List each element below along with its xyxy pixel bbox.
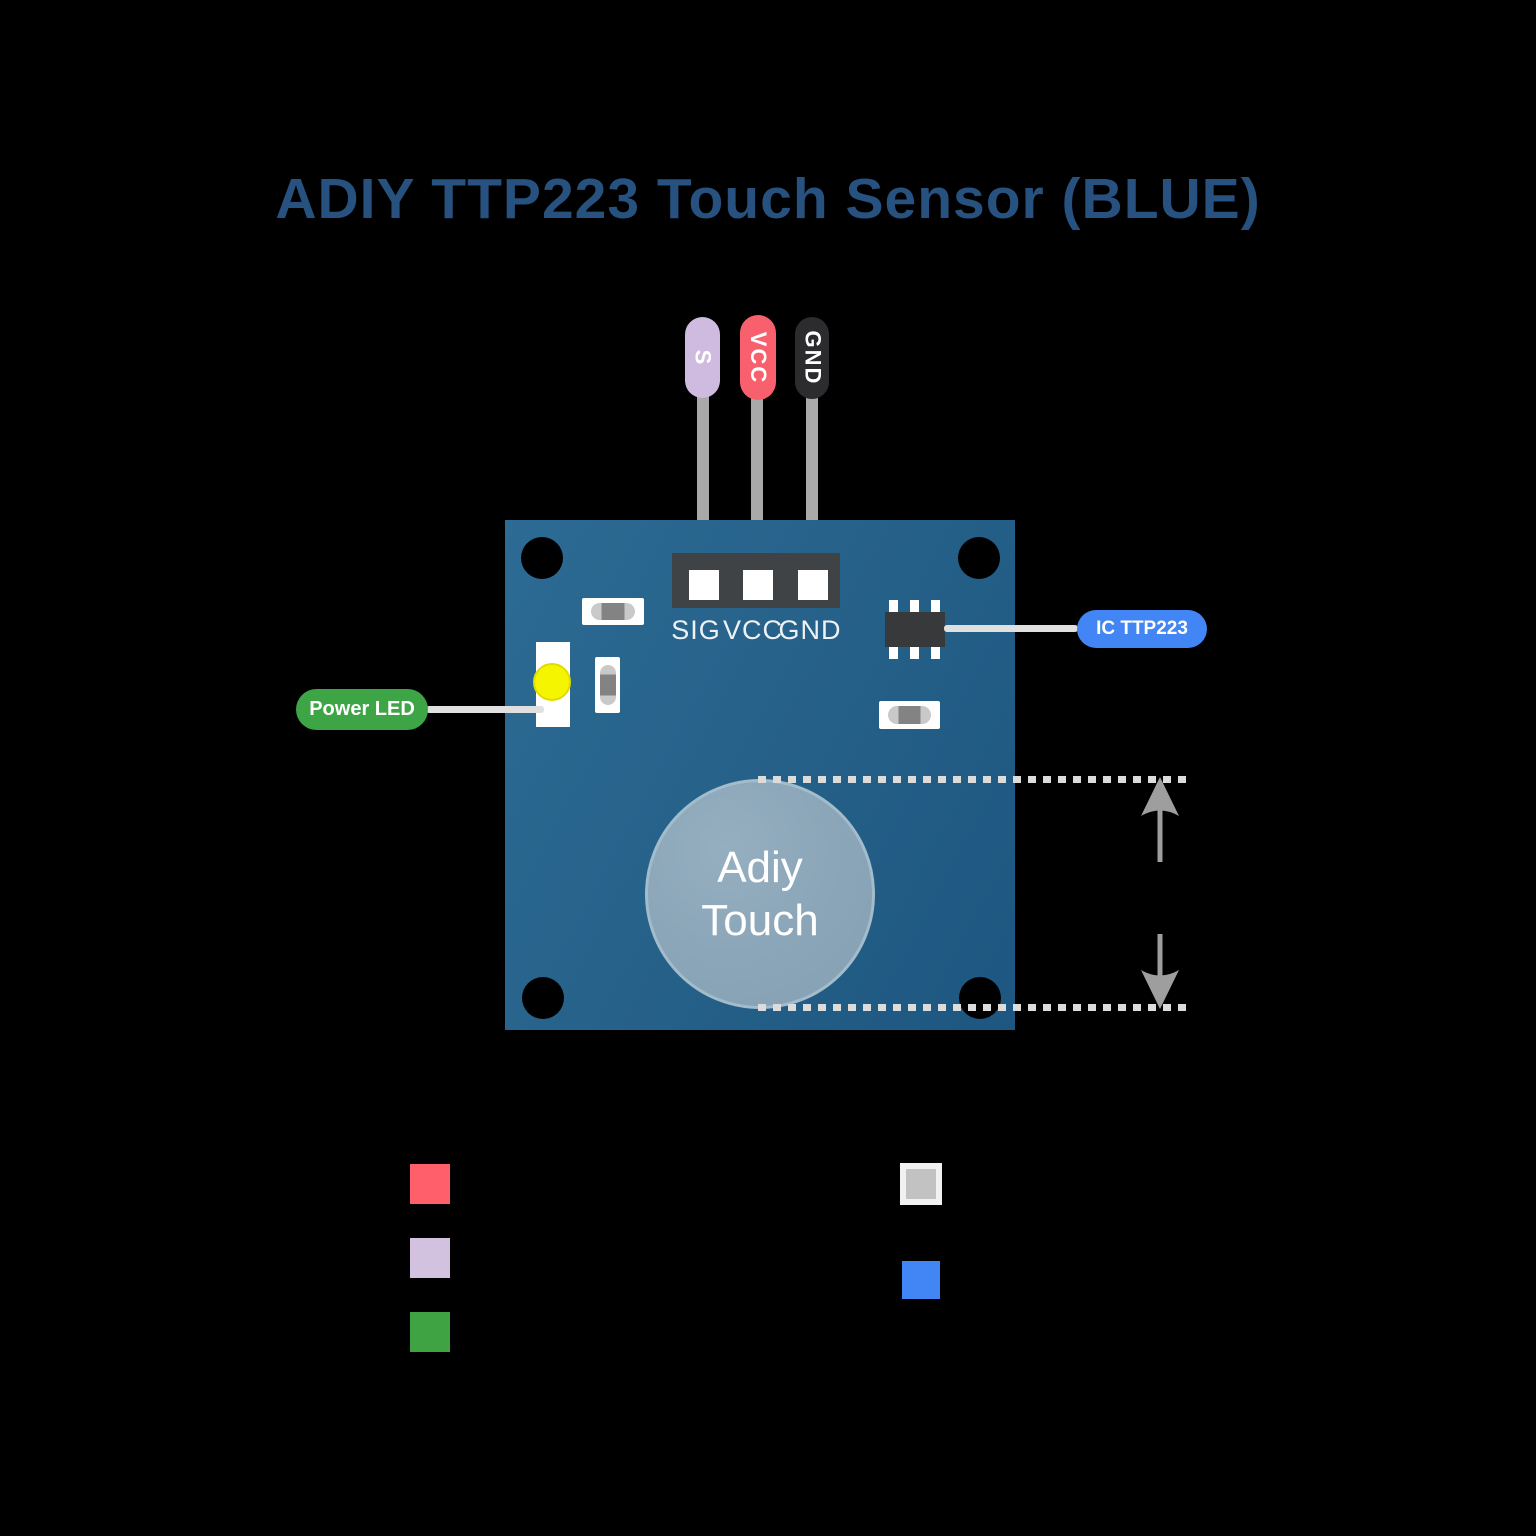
legend-swatch-signal-pin xyxy=(410,1238,450,1278)
silkscreen-gnd-label: GND xyxy=(778,615,842,645)
ic-pin xyxy=(889,600,898,613)
mounting-hole-bottom-right xyxy=(959,977,1001,1019)
ic-leader-line xyxy=(944,625,1078,632)
ic-pin xyxy=(931,646,940,659)
smd-band xyxy=(887,706,932,724)
touch-pad: Adiy Touch xyxy=(645,779,875,1009)
legend-swatch-smd-inner xyxy=(906,1169,936,1199)
power-led xyxy=(533,663,571,701)
page-title: ADIY TTP223 Touch Sensor (BLUE) xyxy=(275,167,1261,231)
signal-pin-connector: S xyxy=(685,317,720,398)
mounting-hole-top-right xyxy=(958,537,1000,579)
sig-solder-pad xyxy=(689,570,719,600)
smd-resistor-vertical xyxy=(595,657,620,713)
gnd-solder-pad xyxy=(798,570,828,600)
legend-swatch-smd-component xyxy=(900,1163,942,1205)
touch-pad-text-line1: Adiy xyxy=(717,843,803,892)
mounting-hole-bottom-left xyxy=(522,977,564,1019)
power-led-callout-label: Power LED xyxy=(309,698,415,720)
ic-callout-label: IC TTP223 xyxy=(1096,618,1188,639)
vcc-pin-label: VCC xyxy=(746,331,772,384)
smd-resistor-top xyxy=(582,598,644,625)
gnd-pin-connector: GND xyxy=(795,317,829,399)
mounting-hole-top-left xyxy=(521,537,563,579)
legend-swatch-vcc-pin xyxy=(410,1164,450,1204)
legend-swatch-ic xyxy=(902,1261,940,1299)
ic-pin xyxy=(910,646,919,659)
ic-pin xyxy=(910,600,919,613)
vcc-solder-pad xyxy=(743,570,773,600)
ic-chip xyxy=(885,612,945,647)
silkscreen-sig-label: SIG xyxy=(671,615,721,645)
touch-pad-text-line2: Touch xyxy=(701,896,819,945)
gnd-pin-label: GND xyxy=(800,330,826,386)
smd-band xyxy=(590,602,636,621)
vcc-pin-connector: VCC xyxy=(740,315,776,400)
power-led-leader-line xyxy=(426,706,544,713)
legend-swatch-power-led xyxy=(410,1312,450,1352)
ic-pin xyxy=(889,646,898,659)
ic-callout: IC TTP223 xyxy=(1077,610,1207,648)
dimension-dotted-line-top xyxy=(758,776,1188,783)
silkscreen-vcc-label: VCC xyxy=(722,615,784,645)
smd-resistor-right xyxy=(879,701,940,729)
power-led-callout: Power LED xyxy=(296,689,428,730)
dimension-dotted-line-bottom xyxy=(758,1004,1188,1011)
dimension-double-arrow xyxy=(1141,777,1179,1009)
smd-band xyxy=(599,664,616,706)
signal-pin-label: S xyxy=(690,349,716,366)
ic-pin xyxy=(931,600,940,613)
